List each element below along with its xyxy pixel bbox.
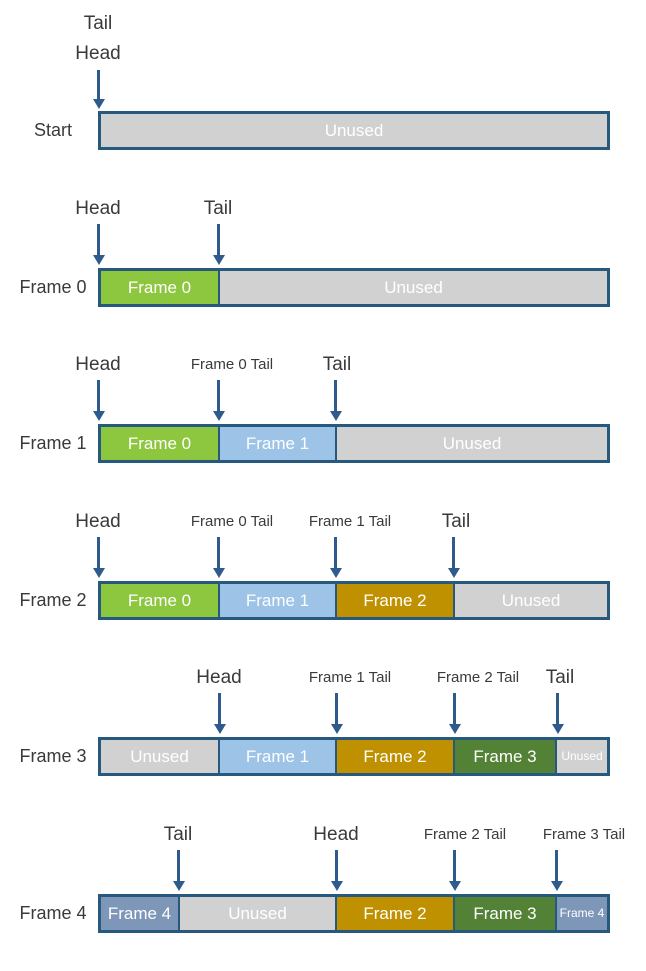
marker-label-head: Head: [75, 198, 121, 219]
segment-label: Unused: [384, 278, 443, 297]
segment-label: Frame 1: [245, 434, 310, 453]
segment-label: Frame 4: [559, 906, 605, 920]
segment-unused: Unused: [555, 740, 607, 773]
marker-label-frame-1-tail: Frame 1 Tail: [308, 669, 392, 686]
marker-label-frame-0-tail: Frame 0 Tail: [190, 356, 274, 373]
segment-frame-3: Frame 3: [453, 897, 555, 930]
marker-label-head: Head: [75, 354, 121, 375]
segment-label: Frame 0: [127, 434, 192, 453]
buffer-bar: Unused Frame 1 Frame 2 Frame 3 Unused: [98, 737, 610, 776]
segment-label: Unused: [228, 904, 287, 923]
segment-frame-0: Frame 0: [101, 271, 218, 304]
segment-frame-2: Frame 2: [335, 584, 453, 617]
segment-unused: Unused: [101, 114, 607, 147]
marker-label-tail: Tail: [163, 824, 193, 845]
marker-label-tail: Tail: [322, 354, 352, 375]
segment-label: Frame 2: [363, 591, 427, 610]
marker-label-frame-0-tail: Frame 0 Tail: [190, 513, 274, 530]
marker-label-tail: Tail: [545, 667, 575, 688]
segment-frame-2: Frame 2: [335, 897, 453, 930]
marker-label-frame-3-tail: Frame 3 Tail: [542, 826, 626, 843]
marker-label-frame-2-tail: Frame 2 Tail: [423, 826, 507, 843]
marker-label-tail: Tail: [203, 198, 233, 219]
buffer-bar: Frame 0 Unused: [98, 268, 610, 307]
segment-frame-1: Frame 1: [218, 584, 335, 617]
segment-frame-4: Frame 4: [555, 897, 607, 930]
marker-label-head: Head: [196, 667, 242, 688]
segment-label: Unused: [561, 749, 603, 763]
marker-label-head: Head: [313, 824, 359, 845]
marker-label-tail: Tail: [441, 511, 471, 532]
row-title: Frame 2: [19, 590, 87, 610]
segment-label: Frame 3: [473, 747, 537, 766]
marker-label-frame-2-tail: Frame 2 Tail: [436, 669, 520, 686]
row-title: Frame 0: [19, 277, 87, 297]
segment-label: Unused: [442, 434, 502, 453]
segment-label: Unused: [324, 121, 384, 140]
segment-label: Frame 4: [107, 904, 172, 923]
segment-frame-0: Frame 0: [101, 584, 218, 617]
buffer-bar: Frame 0 Frame 1 Frame 2 Unused: [98, 581, 610, 620]
segment-unused: Unused: [335, 427, 607, 460]
segment-frame-1: Frame 1: [218, 740, 335, 773]
segment-label: Unused: [501, 591, 561, 610]
buffer-bar: Frame 0 Frame 1 Unused: [98, 424, 610, 463]
row-title: Start: [33, 120, 72, 140]
segment-unused: Unused: [101, 740, 218, 773]
segment-label: Frame 0: [127, 591, 192, 610]
buffer-bar: Frame 4 Unused Frame 2 Frame 3 Frame 4: [98, 894, 610, 933]
segment-label: Frame 3: [473, 904, 537, 923]
segment-label: Frame 2: [363, 904, 427, 923]
segment-label: Frame 1: [245, 591, 310, 610]
marker-label-head: Head: [75, 43, 121, 64]
segment-frame-0: Frame 0: [101, 427, 218, 460]
segment-unused: Unused: [453, 584, 607, 617]
segment-unused: Unused: [178, 897, 335, 930]
segment-frame-4: Frame 4: [101, 897, 178, 930]
segment-label: Frame 0: [127, 278, 192, 297]
marker-label-frame-1-tail: Frame 1 Tail: [308, 513, 392, 530]
segment-label: Frame 2: [363, 747, 427, 766]
segment-unused: Unused: [218, 271, 607, 304]
segment-label: Frame 1: [245, 747, 310, 766]
segment-frame-1: Frame 1: [218, 427, 335, 460]
segment-frame-3: Frame 3: [453, 740, 555, 773]
marker-label-head: Head: [75, 511, 121, 532]
segment-label: Unused: [130, 747, 189, 766]
row-title: Frame 4: [19, 903, 87, 923]
row-title: Frame 3: [19, 746, 87, 766]
segment-frame-2: Frame 2: [335, 740, 453, 773]
marker-label-tail: Tail: [83, 13, 113, 34]
buffer-bar: Unused: [98, 111, 610, 150]
row-title: Frame 1: [19, 433, 87, 453]
